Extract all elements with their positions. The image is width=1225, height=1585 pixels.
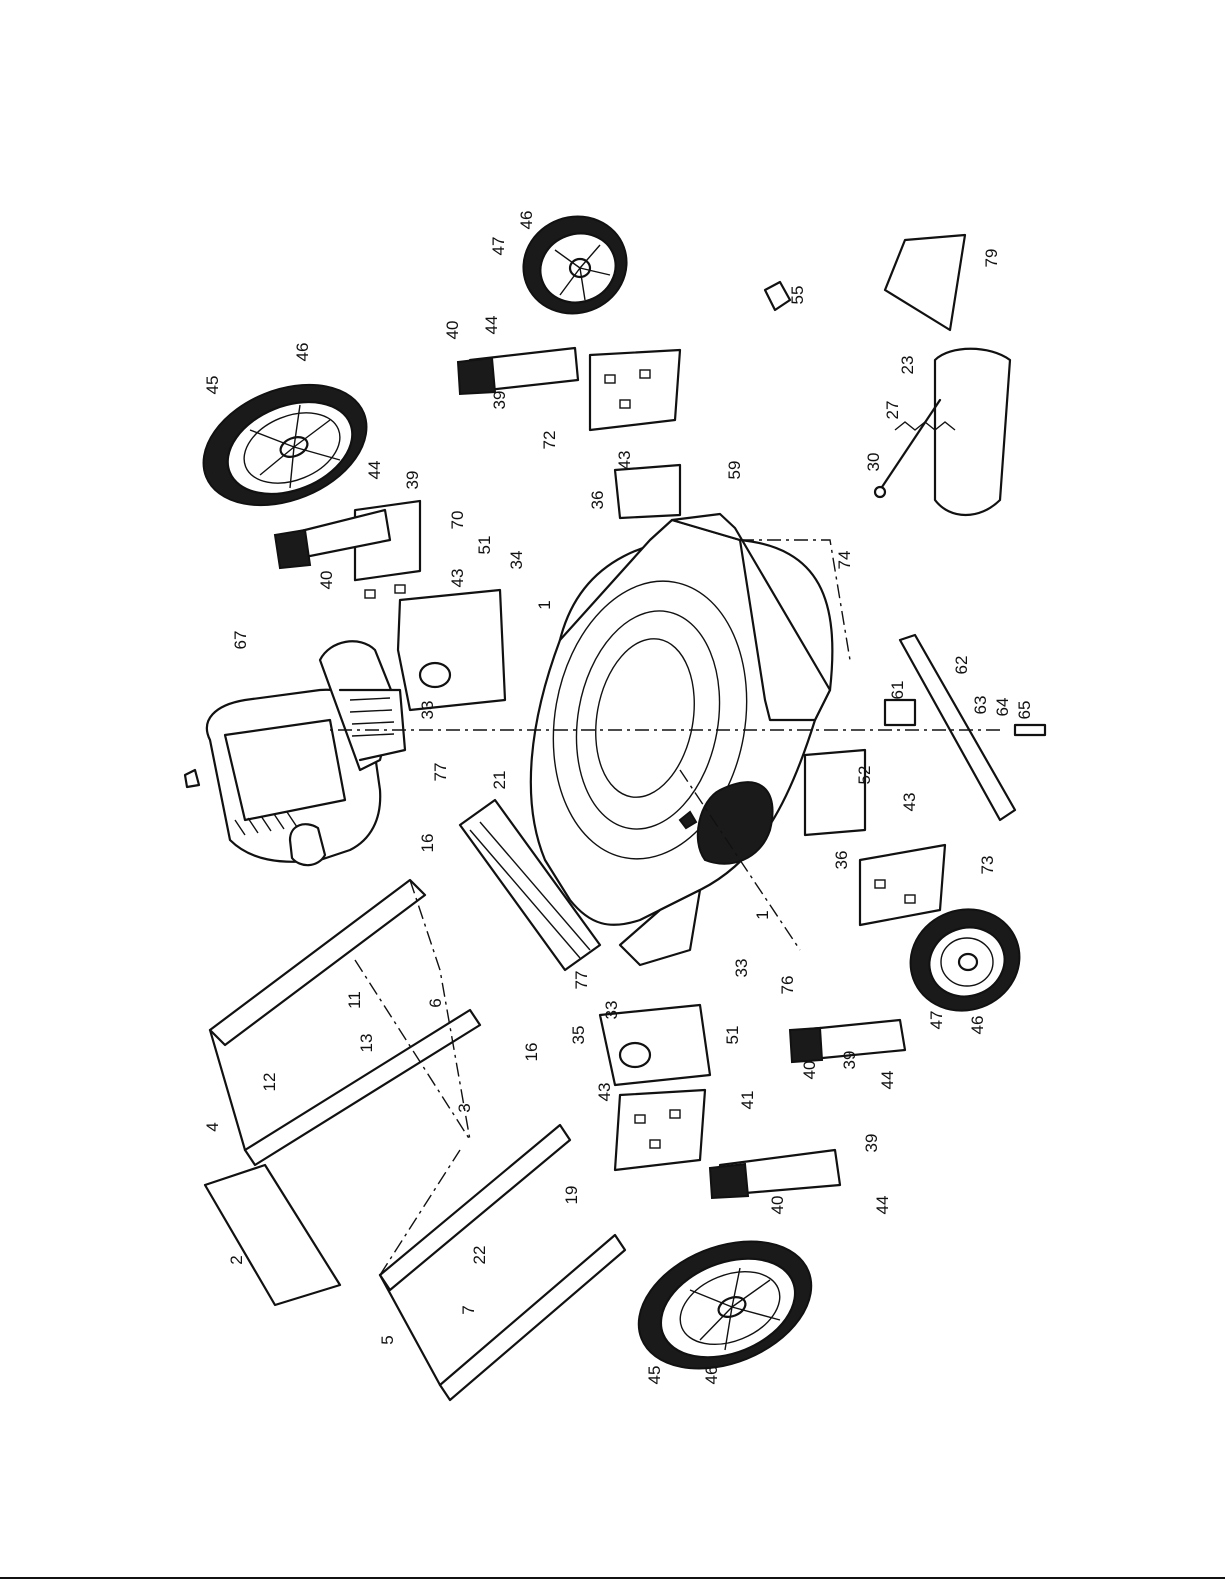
callout-61: 61: [888, 681, 907, 700]
callout-35: 35: [569, 1026, 588, 1045]
callout-39: 39: [840, 1051, 859, 1070]
callout-39: 39: [862, 1134, 881, 1153]
callout-23: 23: [898, 356, 917, 375]
callout-79: 79: [982, 249, 1001, 268]
callout-16: 16: [418, 834, 437, 853]
callout-67: 67: [231, 631, 250, 650]
callout-40: 40: [768, 1196, 787, 1215]
adapter-61: [885, 700, 915, 725]
callout-30: 30: [864, 453, 883, 472]
callout-6: 6: [426, 998, 445, 1007]
callout-40: 40: [317, 571, 336, 590]
callout-1: 1: [535, 600, 554, 609]
callout-59: 59: [725, 461, 744, 480]
plate-41: [615, 1090, 705, 1170]
callout-16: 16: [522, 1043, 541, 1062]
callout-4: 4: [203, 1122, 222, 1131]
callout-72: 72: [540, 431, 559, 450]
callout-47: 47: [489, 237, 508, 256]
callout-33: 33: [418, 701, 437, 720]
callout-51: 51: [475, 536, 494, 555]
callout-5: 5: [378, 1335, 397, 1344]
callout-43: 43: [900, 793, 919, 812]
callout-43: 43: [448, 569, 467, 588]
callout-46: 46: [968, 1016, 987, 1035]
callout-43: 43: [595, 1083, 614, 1102]
callout-36: 36: [588, 491, 607, 510]
callout-65: 65: [1015, 701, 1034, 720]
callout-47: 47: [927, 1011, 946, 1030]
callout-44: 44: [365, 461, 384, 480]
height-adjuster-bottom: [710, 1150, 840, 1198]
callout-27: 27: [883, 401, 902, 420]
callout-62: 62: [952, 656, 971, 675]
lower-handle-5: [380, 1125, 625, 1400]
callout-63: 63: [971, 696, 990, 715]
control-bar-2: [205, 1165, 340, 1305]
callout-70: 70: [448, 511, 467, 530]
bag-frame-79: [885, 235, 965, 330]
callout-1: 1: [753, 910, 772, 919]
assembly-line-2: [410, 880, 470, 1140]
callout-34: 34: [507, 551, 526, 570]
callout-19: 19: [562, 1186, 581, 1205]
engine: [185, 641, 405, 865]
callout-43: 43: [615, 451, 634, 470]
callout-46: 46: [293, 343, 312, 362]
callout-51: 51: [723, 1026, 742, 1045]
upper-handle-4: [210, 880, 480, 1165]
callout-55: 55: [788, 286, 807, 305]
pivot-bracket-36-top: [615, 465, 680, 518]
pivot-bracket-36-bottom: [805, 750, 865, 835]
callout-64: 64: [993, 698, 1012, 717]
callout-40: 40: [443, 321, 462, 340]
callout-22: 22: [470, 1246, 489, 1265]
callout-40: 40: [800, 1061, 819, 1080]
callout-46: 46: [517, 211, 536, 230]
callout-13: 13: [357, 1034, 376, 1053]
height-adjuster-top-right: [458, 348, 578, 394]
callout-12: 12: [260, 1073, 279, 1092]
callout-44: 44: [873, 1196, 892, 1215]
callout-39: 39: [490, 391, 509, 410]
callout-33: 33: [732, 959, 751, 978]
callout-77: 77: [572, 971, 591, 990]
callout-74: 74: [835, 551, 854, 570]
callout-73: 73: [978, 856, 997, 875]
callout-76: 76: [778, 976, 797, 995]
callout-36: 36: [832, 851, 851, 870]
callout-11: 11: [345, 991, 364, 1009]
grass-bag-23: [935, 349, 1010, 515]
callout-45: 45: [203, 376, 222, 395]
callout-52: 52: [855, 766, 874, 785]
callout-7: 7: [459, 1305, 478, 1314]
callout-44: 44: [878, 1071, 897, 1090]
callout-41: 41: [738, 1091, 757, 1110]
plate-72: [590, 350, 680, 430]
callout-46: 46: [702, 1366, 721, 1385]
callout-3: 3: [455, 1103, 474, 1112]
plate-73: [860, 845, 945, 925]
callout-77: 77: [431, 763, 450, 782]
callout-44: 44: [482, 316, 501, 335]
deck-housing: [531, 514, 833, 965]
callout-2: 2: [227, 1255, 246, 1264]
callout-39: 39: [403, 471, 422, 490]
callout-21: 21: [490, 771, 509, 790]
callout-33: 33: [602, 1001, 621, 1020]
pivot-bracket-34: [398, 590, 505, 710]
callout-45: 45: [645, 1366, 664, 1385]
clip-55: [765, 282, 790, 310]
blade-bolt-65: [1015, 725, 1045, 735]
